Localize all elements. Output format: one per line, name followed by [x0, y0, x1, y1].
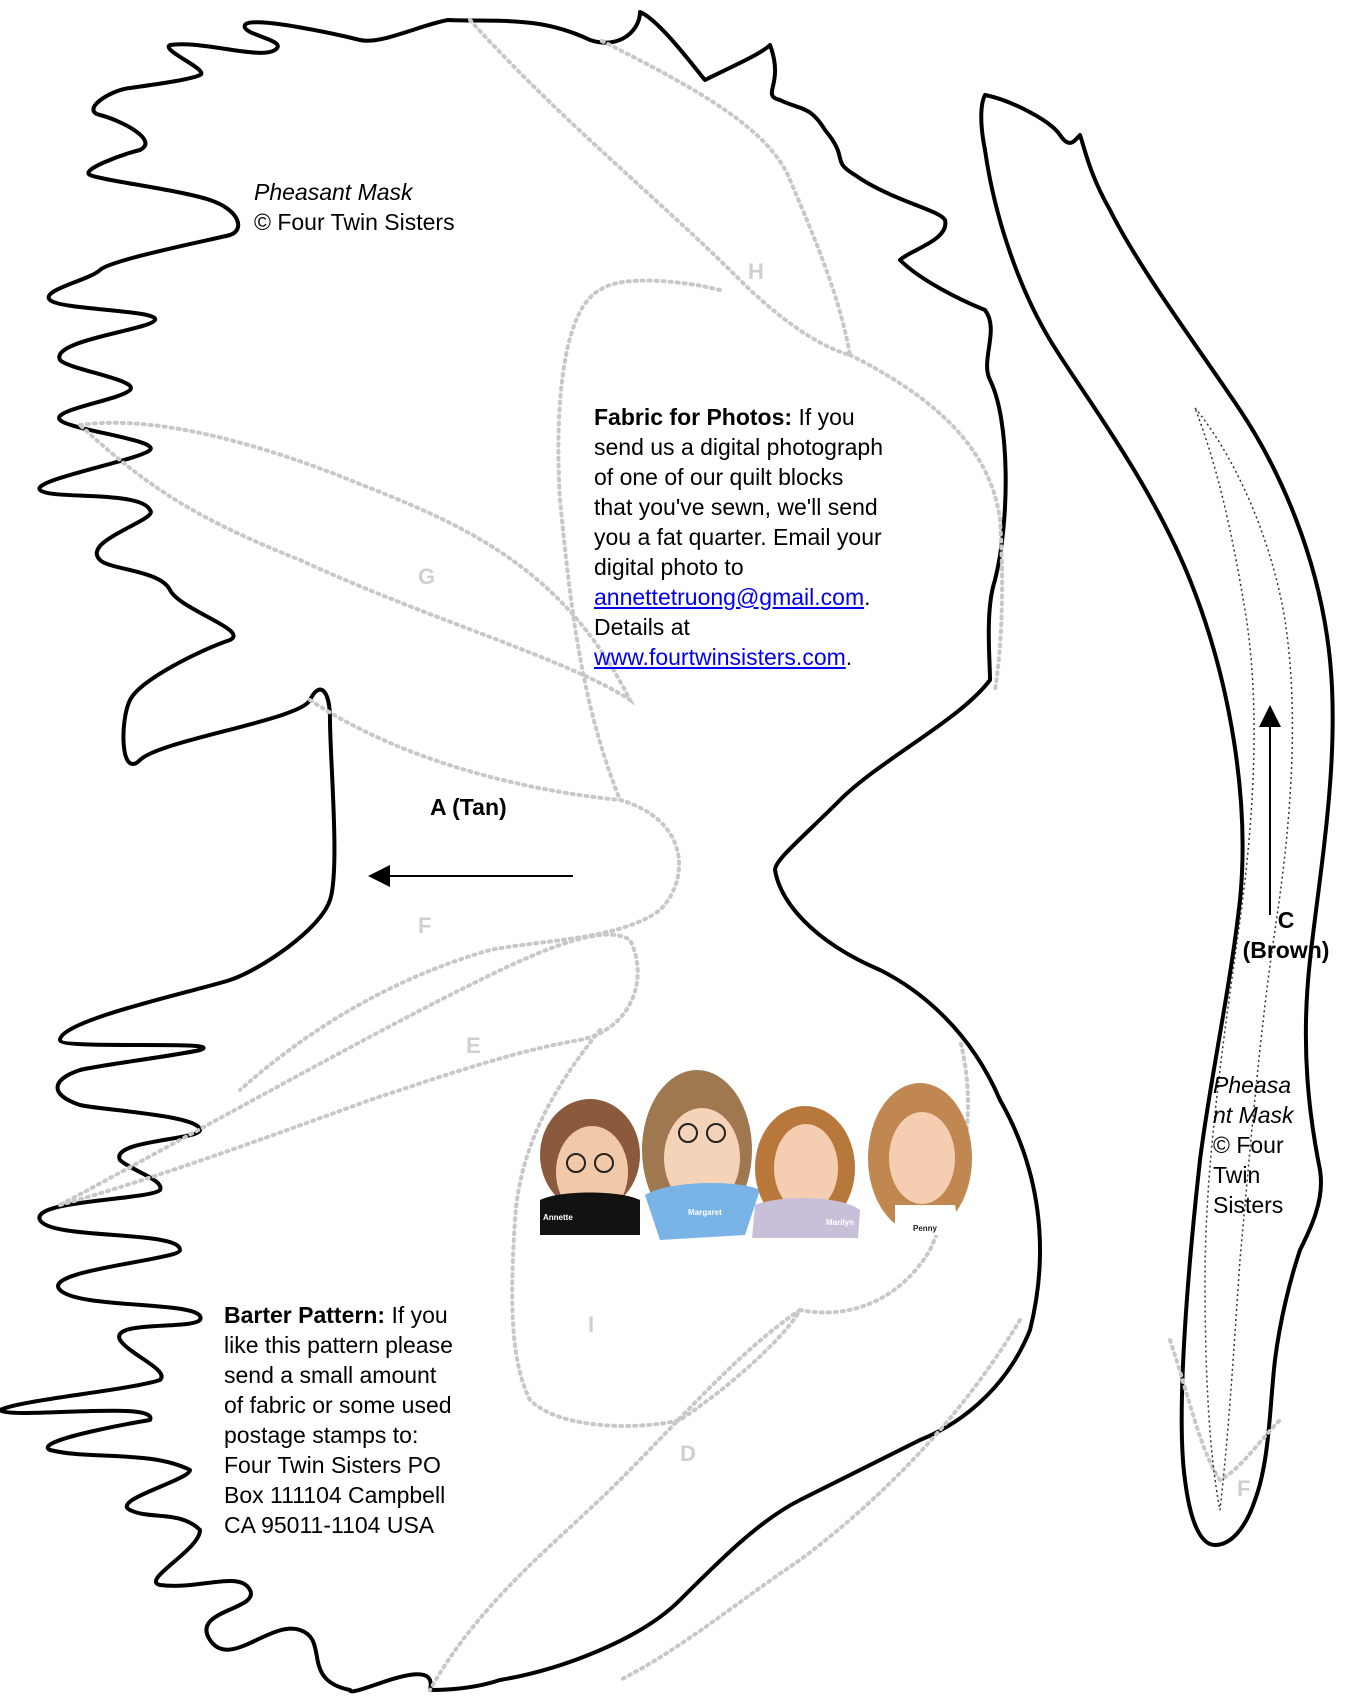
piece-c-outline — [979, 93, 1335, 1547]
email-period: . — [864, 584, 871, 610]
label-e: E — [466, 1033, 481, 1058]
guide-d-lower — [618, 1318, 1022, 1682]
piece-c-title-line1: Pheasa — [1213, 1072, 1292, 1098]
fabric-note-line3: of one of our quilt blocks — [594, 464, 844, 490]
piece-a-label: A (Tan) — [430, 794, 507, 820]
portrait-penny: Penny — [868, 1083, 972, 1235]
main-copyright: © Four Twin Sisters — [254, 209, 455, 235]
guide-f — [238, 698, 681, 1092]
website-period: . — [845, 644, 853, 670]
portrait-name-penny: Penny — [913, 1224, 938, 1233]
portrait-annette: Annette — [540, 1099, 640, 1235]
barter-note-line1: If you — [391, 1302, 448, 1328]
guide-h — [468, 18, 853, 358]
barter-note-line6: Four Twin Sisters PO — [224, 1452, 441, 1478]
portrait-marilyn: Marilyn — [752, 1106, 860, 1238]
guide-d — [428, 1308, 802, 1692]
barter-note-line4: of fabric or some used — [224, 1392, 452, 1418]
barter-note-line7: Box 111104 Campbell — [224, 1482, 446, 1508]
fabric-note-line5: you a fat quarter. Email your — [594, 524, 882, 550]
four-sisters-portraits: Annette Margaret Marilyn Penny — [540, 1070, 972, 1240]
website-link[interactable]: www.fourtwinsisters.com — [594, 644, 846, 670]
fabric-note-line2: send us a digital photograph — [594, 434, 883, 460]
portrait-name-marilyn: Marilyn — [826, 1218, 854, 1227]
portrait-name-margaret: Margaret — [688, 1208, 722, 1217]
grain-arrow-c-head — [1259, 705, 1281, 727]
fabric-note-line4: that you've sewn, we'll send — [594, 494, 878, 520]
label-g: G — [418, 564, 435, 589]
guide-h-inner — [556, 278, 722, 802]
piece-a-outline — [0, 10, 1042, 1694]
piece-c-copy-line1: © Four — [1213, 1132, 1284, 1158]
guide-g — [78, 420, 636, 706]
barter-note-line5: postage stamps to: — [224, 1422, 419, 1448]
piece-c-inner-guide — [1194, 407, 1294, 1511]
barter-note: Barter Pattern: If you like this pattern… — [224, 1300, 494, 1540]
piece-c-label-line1: C — [1277, 907, 1295, 933]
guide-i — [510, 1028, 971, 1428]
label-c-f: F — [1237, 1476, 1250, 1501]
fabric-note-line6: digital photo to — [594, 554, 744, 580]
email-link[interactable]: annettetruong@gmail.com — [594, 584, 865, 610]
grain-arrow-a-head — [368, 865, 390, 887]
barter-note-line8: CA 95011-1104 USA — [224, 1512, 435, 1538]
piece-c-copy-line3: Sisters — [1213, 1192, 1284, 1218]
label-d: D — [680, 1441, 696, 1466]
piece-c-title: Pheasa nt Mask © Four Twin Sisters — [1213, 1070, 1294, 1220]
portrait-margaret: Margaret — [642, 1070, 760, 1240]
label-i: I — [588, 1312, 594, 1337]
main-title: Pheasant Mask — [254, 179, 413, 205]
guide-c-f — [1168, 1338, 1282, 1483]
fabric-note: Fabric for Photos: If you send us a digi… — [594, 402, 934, 672]
fabric-note-details: Details at — [594, 614, 690, 640]
barter-note-heading: Barter Pattern: — [224, 1302, 386, 1328]
label-h: H — [748, 259, 764, 284]
guide-upper — [848, 353, 1005, 692]
piece-c-label-line2: (Brown) — [1242, 937, 1330, 963]
label-f: F — [418, 913, 431, 938]
piece-c-title-line2: nt Mask — [1213, 1102, 1294, 1128]
fabric-note-heading: Fabric for Photos: — [594, 404, 793, 430]
fabric-note-line1: If you — [798, 404, 855, 430]
piece-c-copy-line2: Twin — [1213, 1162, 1261, 1188]
portrait-name-annette: Annette — [543, 1213, 573, 1222]
piece-c-label: C (Brown) — [1236, 905, 1336, 965]
barter-note-line3: send a small amount — [224, 1362, 437, 1388]
guide-e — [58, 932, 640, 1207]
barter-note-line2: like this pattern please — [224, 1332, 453, 1358]
